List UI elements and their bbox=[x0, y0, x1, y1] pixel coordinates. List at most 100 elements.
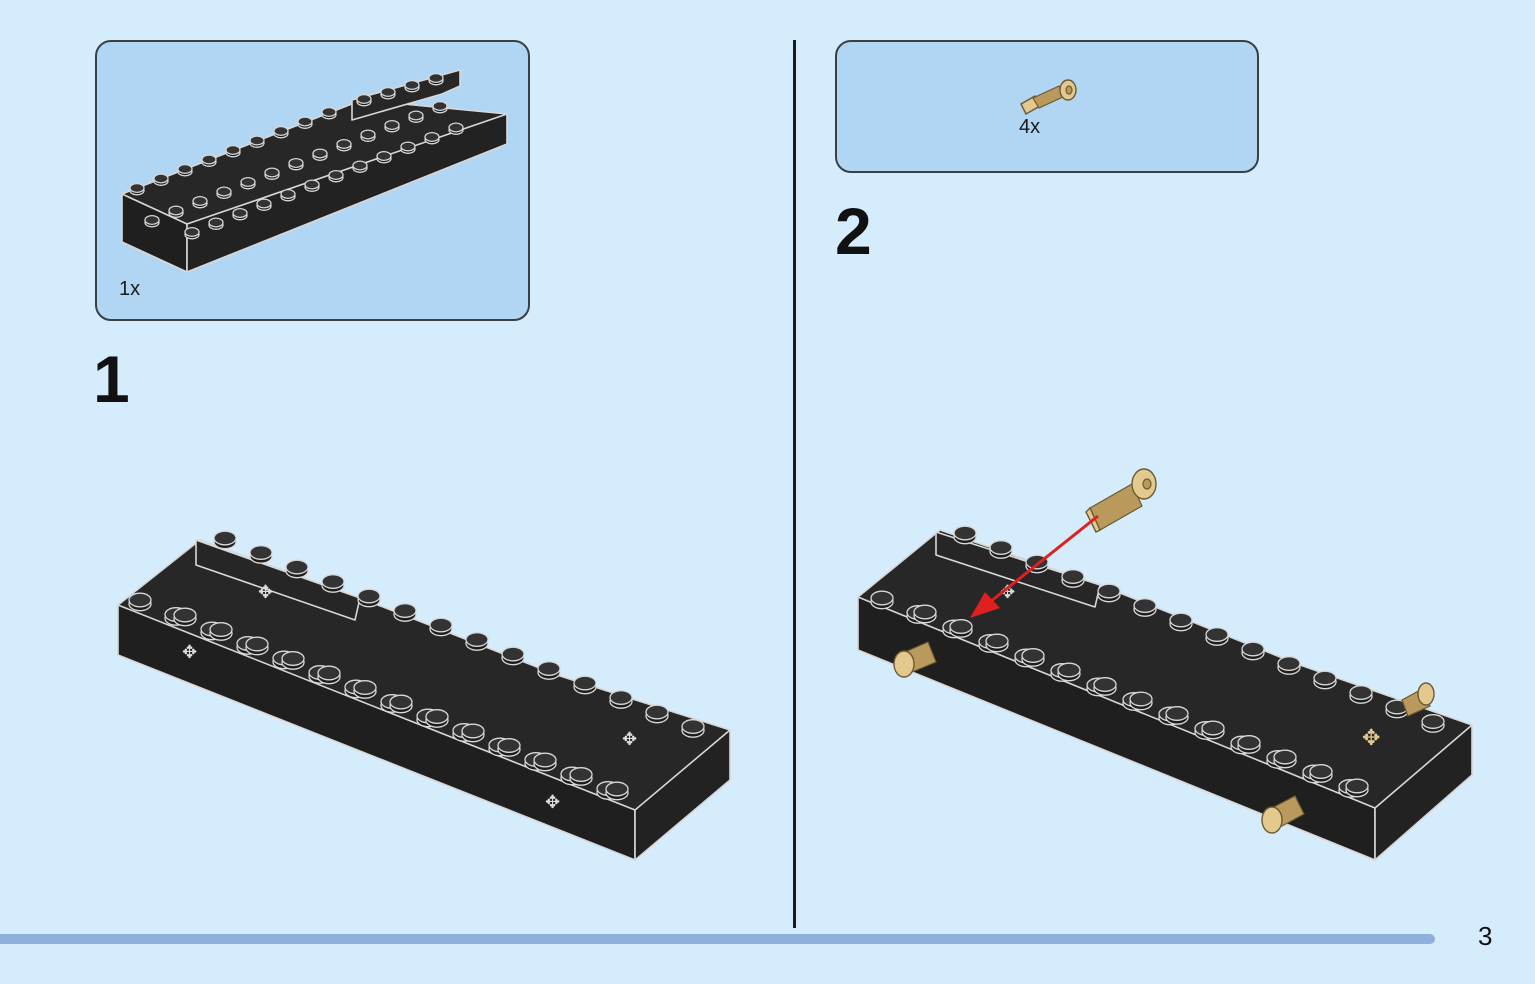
stud bbox=[1421, 714, 1445, 729]
stud bbox=[264, 167, 280, 178]
svg-text:✥: ✥ bbox=[1362, 725, 1380, 750]
stud bbox=[432, 101, 448, 111]
svg-text:✥: ✥ bbox=[545, 792, 560, 812]
svg-text:✥: ✥ bbox=[258, 582, 273, 602]
stud bbox=[144, 215, 160, 225]
stud bbox=[184, 227, 200, 237]
stud bbox=[192, 196, 208, 206]
svg-text:✥: ✥ bbox=[1000, 582, 1015, 602]
stud bbox=[304, 179, 320, 190]
svg-text:✥: ✥ bbox=[182, 642, 197, 662]
page-number: 3 bbox=[1478, 921, 1493, 951]
stud bbox=[208, 217, 224, 228]
stud bbox=[336, 139, 352, 149]
stud bbox=[428, 73, 444, 83]
step-divider bbox=[793, 40, 796, 928]
stud bbox=[1129, 691, 1153, 707]
parts-quantity: 1x bbox=[119, 278, 141, 300]
stud bbox=[232, 208, 248, 218]
stud bbox=[376, 151, 392, 161]
stud bbox=[128, 592, 152, 608]
installed-pin bbox=[1401, 682, 1435, 717]
stud bbox=[533, 752, 557, 768]
stud bbox=[1205, 627, 1229, 642]
tan-pin-being-inserted bbox=[1085, 468, 1157, 533]
stud bbox=[1093, 677, 1117, 692]
stud bbox=[273, 126, 289, 136]
step-2-assembly-image: ✥ ✥ bbox=[857, 468, 1473, 861]
stud bbox=[913, 604, 937, 620]
stud bbox=[249, 545, 273, 560]
stud bbox=[384, 120, 400, 130]
stud bbox=[408, 110, 424, 121]
stud bbox=[168, 205, 184, 216]
stud bbox=[249, 135, 265, 146]
stud bbox=[609, 690, 633, 705]
stud bbox=[328, 170, 344, 180]
stud bbox=[465, 632, 489, 647]
stud bbox=[1273, 749, 1297, 765]
stud bbox=[573, 675, 597, 691]
stud bbox=[1309, 764, 1333, 779]
stud bbox=[321, 107, 337, 117]
stud bbox=[537, 661, 561, 676]
stud bbox=[380, 87, 396, 97]
stud bbox=[953, 525, 977, 541]
stud bbox=[870, 590, 894, 606]
stud bbox=[353, 680, 377, 695]
stud bbox=[1237, 735, 1261, 750]
black-brick-part-image bbox=[121, 69, 508, 273]
stud bbox=[1201, 720, 1225, 736]
stud bbox=[216, 186, 232, 197]
step-1-assembly-image: ✥ ✥ ✥ ✥ bbox=[117, 530, 731, 861]
stud bbox=[1061, 569, 1085, 584]
page-progress-bar bbox=[0, 934, 1435, 944]
stud bbox=[153, 173, 169, 184]
stud bbox=[461, 723, 485, 739]
stud bbox=[1241, 641, 1265, 657]
step-number: 2 bbox=[835, 194, 872, 268]
stud bbox=[129, 183, 145, 193]
svg-text:✥: ✥ bbox=[622, 729, 637, 749]
stud bbox=[605, 781, 629, 797]
stud bbox=[288, 158, 304, 168]
stud bbox=[357, 588, 381, 604]
insert-arrow-icon bbox=[970, 592, 1000, 618]
stud bbox=[1097, 583, 1121, 599]
stud bbox=[1057, 662, 1081, 678]
stud bbox=[989, 540, 1013, 555]
stud bbox=[985, 633, 1009, 649]
stud bbox=[501, 646, 525, 662]
stud bbox=[393, 603, 417, 618]
stud bbox=[201, 154, 217, 165]
installed-pin bbox=[893, 641, 937, 678]
stud bbox=[360, 129, 376, 140]
stud bbox=[1349, 685, 1373, 700]
stud bbox=[1345, 778, 1369, 794]
parts-quantity: 4x bbox=[1019, 116, 1041, 138]
stud bbox=[321, 574, 345, 589]
stud bbox=[681, 719, 705, 734]
stud bbox=[497, 738, 521, 753]
stud bbox=[645, 704, 669, 720]
stud bbox=[352, 160, 368, 171]
stud bbox=[425, 709, 449, 724]
stud bbox=[213, 530, 237, 546]
stud bbox=[429, 617, 453, 633]
stud bbox=[312, 148, 328, 159]
stud bbox=[1313, 670, 1337, 686]
stud bbox=[245, 636, 269, 652]
stud bbox=[281, 651, 305, 666]
tan-pin-part-image bbox=[1020, 79, 1077, 115]
stud bbox=[240, 177, 256, 187]
stud bbox=[1133, 598, 1157, 613]
stud bbox=[400, 141, 416, 152]
stud bbox=[285, 559, 309, 575]
stud bbox=[448, 122, 464, 133]
stud bbox=[297, 116, 313, 127]
stud bbox=[404, 80, 420, 90]
stud bbox=[317, 665, 341, 681]
installed-pin bbox=[1261, 795, 1305, 834]
stud bbox=[173, 607, 197, 623]
stud bbox=[356, 94, 372, 104]
